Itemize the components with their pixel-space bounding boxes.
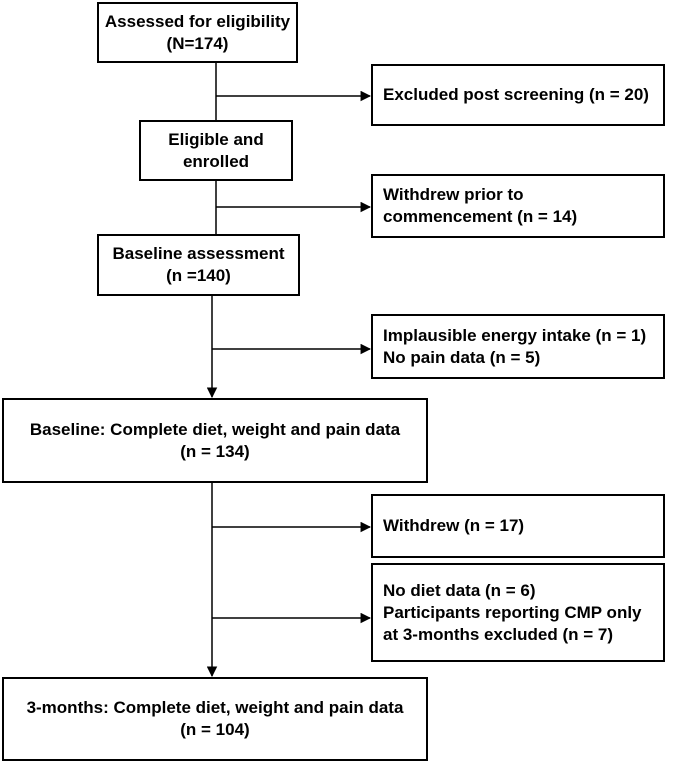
implausible-line2: No pain data (n = 5) — [383, 347, 541, 367]
baseline-complete-box: Baseline: Complete diet, weight and pain… — [2, 398, 428, 483]
no-diet-line1: No diet data (n = 6) — [383, 580, 536, 600]
eligible-line1: Eligible and — [168, 129, 264, 149]
withdrew-box: Withdrew (n = 17) — [371, 494, 665, 558]
withdrew-prior-line1: Withdrew prior to — [383, 185, 524, 204]
baseline-assessment-count: (n =140) — [166, 266, 231, 285]
excluded-box: Excluded post screening (n = 20) — [371, 64, 665, 126]
baseline-assessment-title: Baseline assessment — [112, 244, 285, 263]
three-months-box: 3-months: Complete diet, weight and pain… — [2, 677, 428, 761]
baseline-assessment-box: Baseline assessment (n =140) — [97, 234, 300, 296]
implausible-line1: Implausible energy intake (n = 1) — [383, 325, 647, 345]
assessed-title: Assessed for eligibility — [104, 11, 291, 31]
withdrew-prior-box: Withdrew prior to commencement (n = 14) — [371, 174, 665, 238]
assessed-box: Assessed for eligibility (N=174) — [97, 2, 298, 63]
baseline-complete-count: (n = 134) — [180, 441, 250, 461]
three-months-title: 3-months: Complete diet, weight and pain… — [26, 698, 404, 717]
implausible-box: Implausible energy intake (n = 1) No pai… — [371, 314, 665, 379]
eligible-line2: enrolled — [182, 151, 250, 171]
three-months-count: (n = 104) — [180, 720, 250, 739]
withdrew-text: Withdrew (n = 17) — [383, 516, 525, 535]
assessed-count: (N=174) — [166, 33, 229, 53]
eligible-box: Eligible and enrolled — [139, 120, 293, 181]
no-diet-line2: Participants reporting CMP only — [383, 602, 642, 622]
no-diet-box: No diet data (n = 6) Participants report… — [371, 563, 665, 662]
excluded-text: Excluded post screening (n = 20) — [383, 85, 649, 104]
no-diet-line3: at 3-months excluded (n = 7) — [383, 624, 614, 644]
baseline-complete-title: Baseline: Complete diet, weight and pain… — [29, 419, 401, 439]
withdrew-prior-line2: commencement (n = 14) — [383, 207, 578, 226]
